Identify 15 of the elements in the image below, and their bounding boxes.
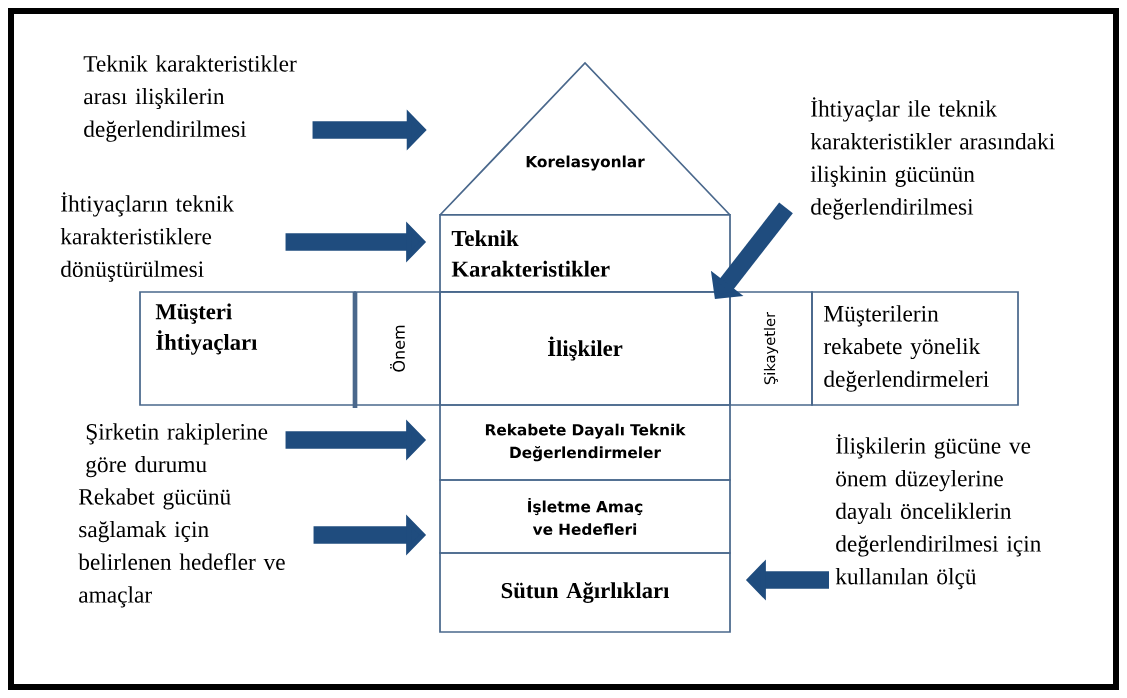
house-section-box: Müşteri İhtiyaçları <box>139 291 356 406</box>
house-section-box: Sütun Ağırlıkları <box>439 552 731 633</box>
explanation-text: İhtiyaçların teknik karakteristiklere dönüştürülmesi <box>60 192 234 282</box>
house-section-box: Müşterilerin rekabete yönelik değerlendirmeleri <box>811 291 1019 406</box>
house-section-box: Rekabete Dayalı Teknik Değerlendirmeler <box>439 404 731 481</box>
explanation-text: Teknik karakteristikler arası ilişkilerin değerlendirilmesi <box>83 55 297 142</box>
house-section-box: İlişkiler <box>439 291 731 406</box>
house-section-box: İşletme Amaç ve Hedefleri <box>439 479 731 554</box>
explanation-text: İhtiyaçlar ile teknik karakteristikler arasındaki ilişkinin gücünün değerlendirilmesi <box>810 97 1055 220</box>
house-section-box: Teknik Karakteristikler <box>439 214 731 293</box>
explanation-text: Rekabet gücünü sağlamak için belirlenen hedefler ve amaçlar <box>78 488 285 608</box>
rotated-label-box: Önem <box>354 291 441 406</box>
rotated-label-box: Şikayetler <box>729 291 813 406</box>
explanation-text: İlişkilerin gücüne ve önem düzeylerine dayalı önceliklerin değerlendirilmesi için kullanılan ölçü <box>835 434 1041 590</box>
explanation-text: Şirketin rakiplerine göre durumu <box>86 423 268 478</box>
